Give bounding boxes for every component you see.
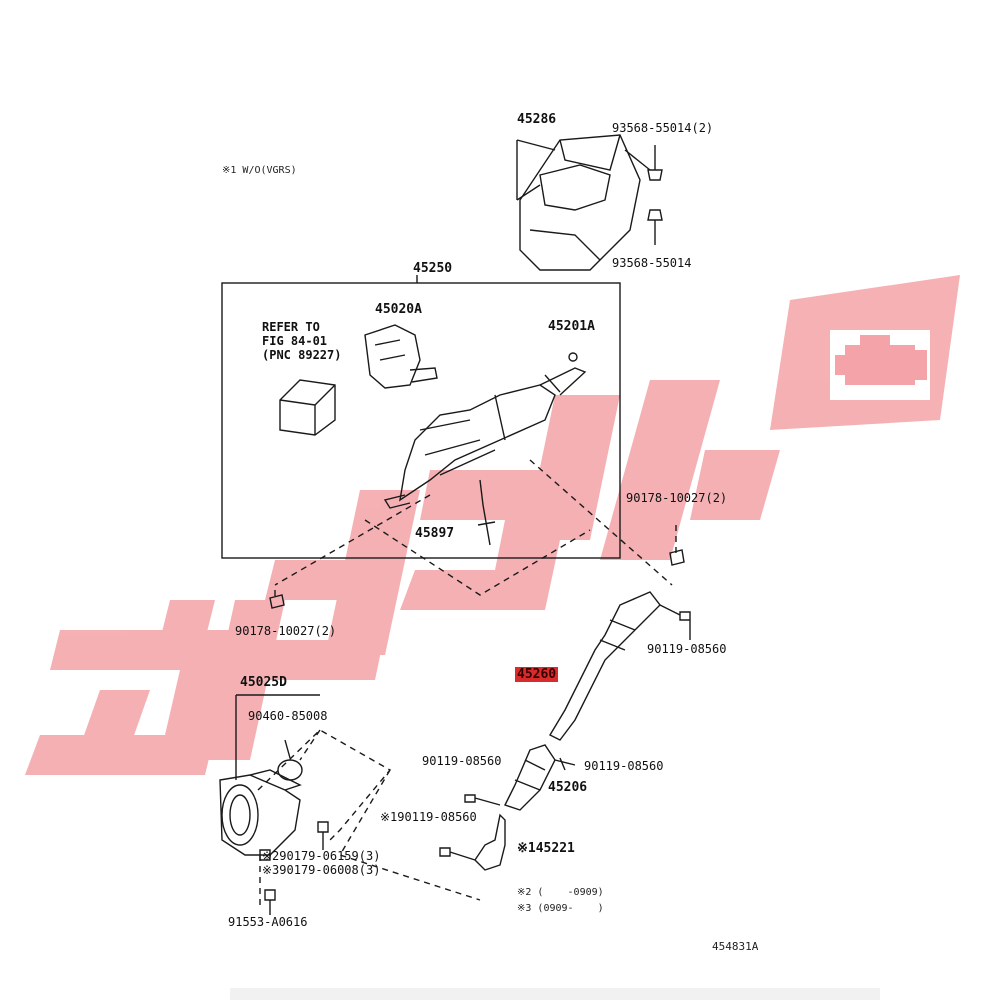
part-90460[interactable]: 90460-85008 bbox=[248, 709, 328, 723]
part-90179-a[interactable]: ※290179-06159(3) bbox=[262, 849, 381, 863]
part-90178-left[interactable]: 90178-10027(2) bbox=[235, 624, 337, 638]
part-45221[interactable]: ※145221 bbox=[517, 841, 575, 856]
part-45025D[interactable]: 45025D bbox=[240, 675, 287, 690]
universal-joint bbox=[504, 744, 556, 811]
column-boot bbox=[219, 774, 301, 856]
note-range-2: ※2 ( -0909) bbox=[517, 887, 604, 898]
bottom-strip bbox=[230, 988, 880, 1000]
column-cover-upper bbox=[519, 134, 641, 271]
part-45260-highlight[interactable]: 45260 bbox=[515, 667, 559, 682]
refer-line-2: FIG 84-01 bbox=[262, 334, 328, 348]
part-90119-ref[interactable]: ※190119-08560 bbox=[380, 810, 477, 824]
part-93568-55014-2[interactable]: 93568-55014(2) bbox=[612, 121, 714, 135]
part-91553[interactable]: 91553-A0616 bbox=[228, 915, 308, 929]
part-93568-55014[interactable]: 93568-55014 bbox=[612, 256, 692, 270]
part-90119-right[interactable]: 90119-08560 bbox=[584, 759, 664, 773]
intermediate-shaft bbox=[549, 591, 661, 741]
part-90179-b[interactable]: ※390179-06008(3) bbox=[262, 863, 381, 877]
part-90178-right[interactable]: 90178-10027(2) bbox=[626, 491, 728, 505]
diagram-id: 454831A bbox=[712, 940, 759, 953]
refer-line-3: (PNC 89227) bbox=[262, 348, 342, 362]
part-45250[interactable]: 45250 bbox=[413, 261, 453, 276]
steering-lock bbox=[364, 324, 421, 389]
note-range-3: ※3 (0909- ) bbox=[517, 903, 604, 914]
steering-column bbox=[399, 384, 556, 502]
part-45897[interactable]: 45897 bbox=[415, 526, 455, 541]
refer-line-1: REFER TO bbox=[262, 320, 320, 334]
part-45020A[interactable]: 45020A bbox=[375, 302, 422, 317]
part-90119-left[interactable]: 90119-08560 bbox=[422, 754, 502, 768]
part-45201A[interactable]: 45201A bbox=[548, 319, 595, 334]
part-45260[interactable]: 45260 bbox=[515, 667, 559, 682]
part-45206[interactable]: 45206 bbox=[548, 780, 588, 795]
part-45286[interactable]: 45286 bbox=[517, 112, 557, 127]
note-vgrs: ※1 W/O(VGRS) bbox=[222, 165, 297, 176]
part-90119-top[interactable]: 90119-08560 bbox=[647, 642, 727, 656]
